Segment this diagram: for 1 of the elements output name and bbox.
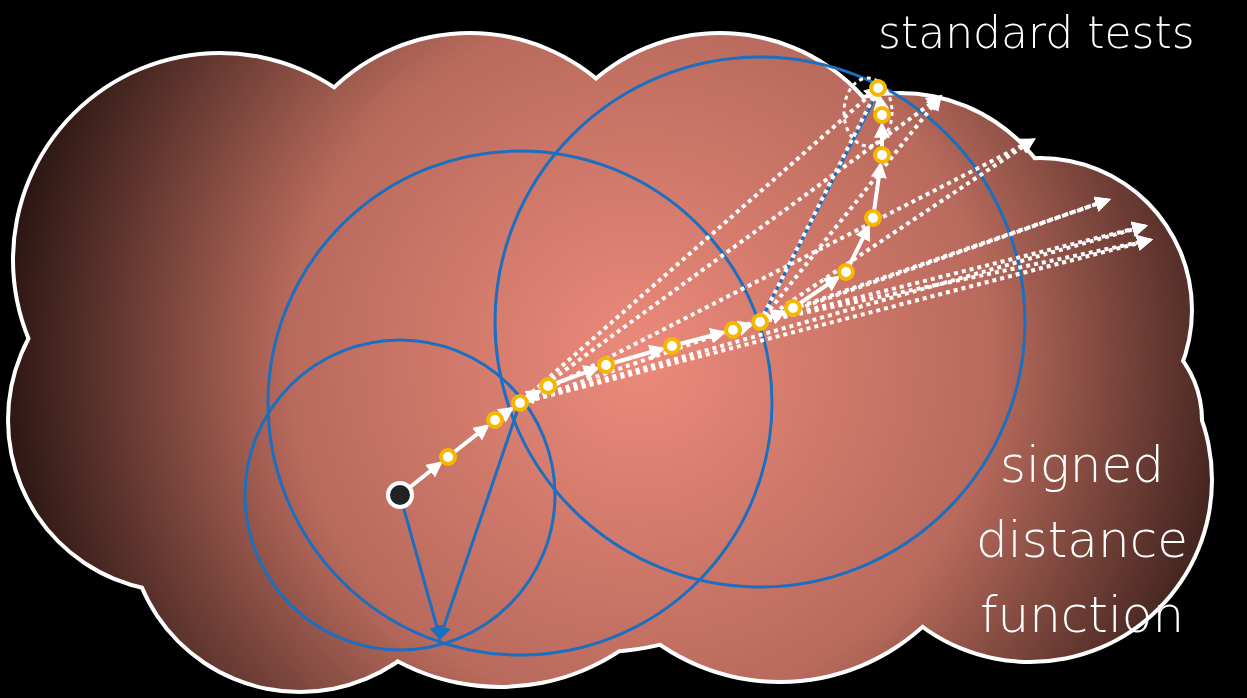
label-text: standard tests <box>878 6 1196 60</box>
